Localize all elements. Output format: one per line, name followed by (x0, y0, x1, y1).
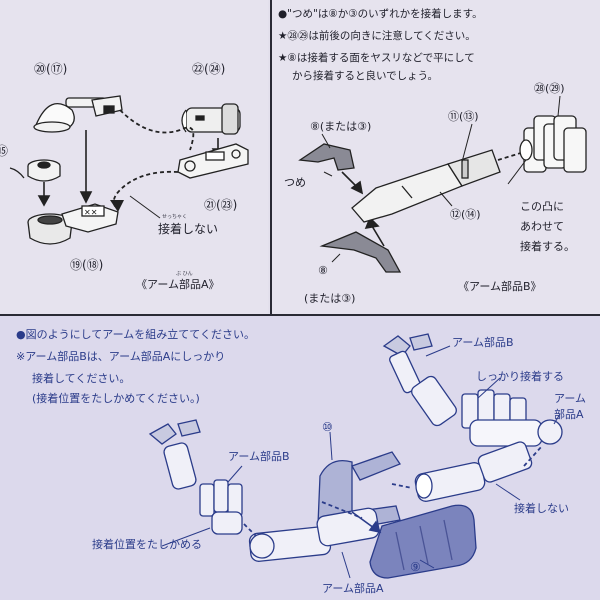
caption-arm-part-a: 《アーム部品A》 (136, 278, 220, 291)
instruction-glue-b-to-a: ※アーム部品Bは、アーム部品Aにしっかり (16, 350, 226, 363)
label-part-19-18: ⑲(⑱) (70, 258, 104, 272)
label-arm-a-right-2: 部品A (554, 408, 584, 421)
label-setchaku-shinai: 接着しない (514, 502, 569, 515)
label-setchaku-shinai: 接着しない (158, 222, 219, 236)
label-or-3: (または③) (304, 292, 356, 305)
arm-part-b-illustration (298, 95, 587, 273)
label-awasete: あわせて (520, 220, 564, 233)
caption-arm-part-b: 《アーム部品B》 (458, 280, 542, 293)
instruction-check-position: (接着位置をたしかめてください。) (32, 392, 200, 405)
instruction-assemble: ●図のようにしてアームを組み立ててください。 (16, 328, 255, 341)
label-setchaku-suru: 接着する。 (520, 240, 575, 253)
label-part-22-24: ㉒(㉔) (192, 62, 226, 76)
label-part-21-23: ㉑(㉓) (204, 198, 238, 212)
instruction-glue-firmly: 接着してください。 (32, 372, 131, 385)
label-shikkari-setchaku: しっかり接着する (476, 370, 564, 383)
panel-assembly: ●図のようにしてアームを組み立ててください。 ※アーム部品Bは、アーム部品Aにし… (0, 316, 600, 600)
panel-divider-horizontal (0, 314, 600, 316)
label-part-9: ⑨ (410, 560, 421, 574)
assembly-illustration (148, 333, 563, 579)
note-file-flat: ★⑧は接着する面をヤスリなどで平にして (278, 52, 475, 64)
label-arm-b-top: アーム部品B (452, 336, 514, 349)
ruby-setchaku: せっちゃく (162, 214, 188, 220)
label-part-28-29: ㉘(㉙) (534, 82, 565, 95)
label-arm-a-bottom: アーム部品A (322, 582, 384, 595)
label-part-20-17: ⑳(⑰) (34, 62, 68, 76)
label-tsume: つめ (284, 176, 306, 189)
label-part-8-or-3-top: ⑧(または③) (310, 120, 372, 133)
label-part-15: ⑮ (0, 144, 9, 158)
label-part-11-13: ⑪(⑬) (448, 110, 479, 123)
label-part-10: ⑩ (322, 420, 333, 434)
panel-arm-part-a: ✕✕ (0, 0, 268, 316)
label-setchaku-ichi: 接着位置をたしかめる (92, 538, 202, 551)
panel-divider-vertical (270, 0, 272, 314)
label-part-8: ⑧ (318, 264, 328, 277)
label-arm-a-right-1: アーム (554, 392, 587, 405)
note-glue-after: から接着すると良いでしょう。 (292, 70, 439, 82)
label-part-12-14: ⑫(⑭) (450, 208, 481, 221)
arm-part-a-illustration: ✕✕ (9, 95, 249, 245)
note-orientation: ★㉘㉙は前後の向きに注意してください。 (278, 30, 476, 42)
note-tsume: ●"つめ"は⑧か③のいずれかを接着します。 (278, 8, 483, 20)
label-kono-ototsu: この凸に (520, 200, 564, 213)
panel-arm-part-b: ●"つめ"は⑧か③のいずれかを接着します。 ★㉘㉙は前後の向きに注意してください… (272, 0, 600, 316)
svg-text:✕✕: ✕✕ (84, 208, 97, 217)
label-arm-b-left: アーム部品B (228, 450, 290, 463)
caption-ruby: ぶ ひん (176, 271, 193, 277)
